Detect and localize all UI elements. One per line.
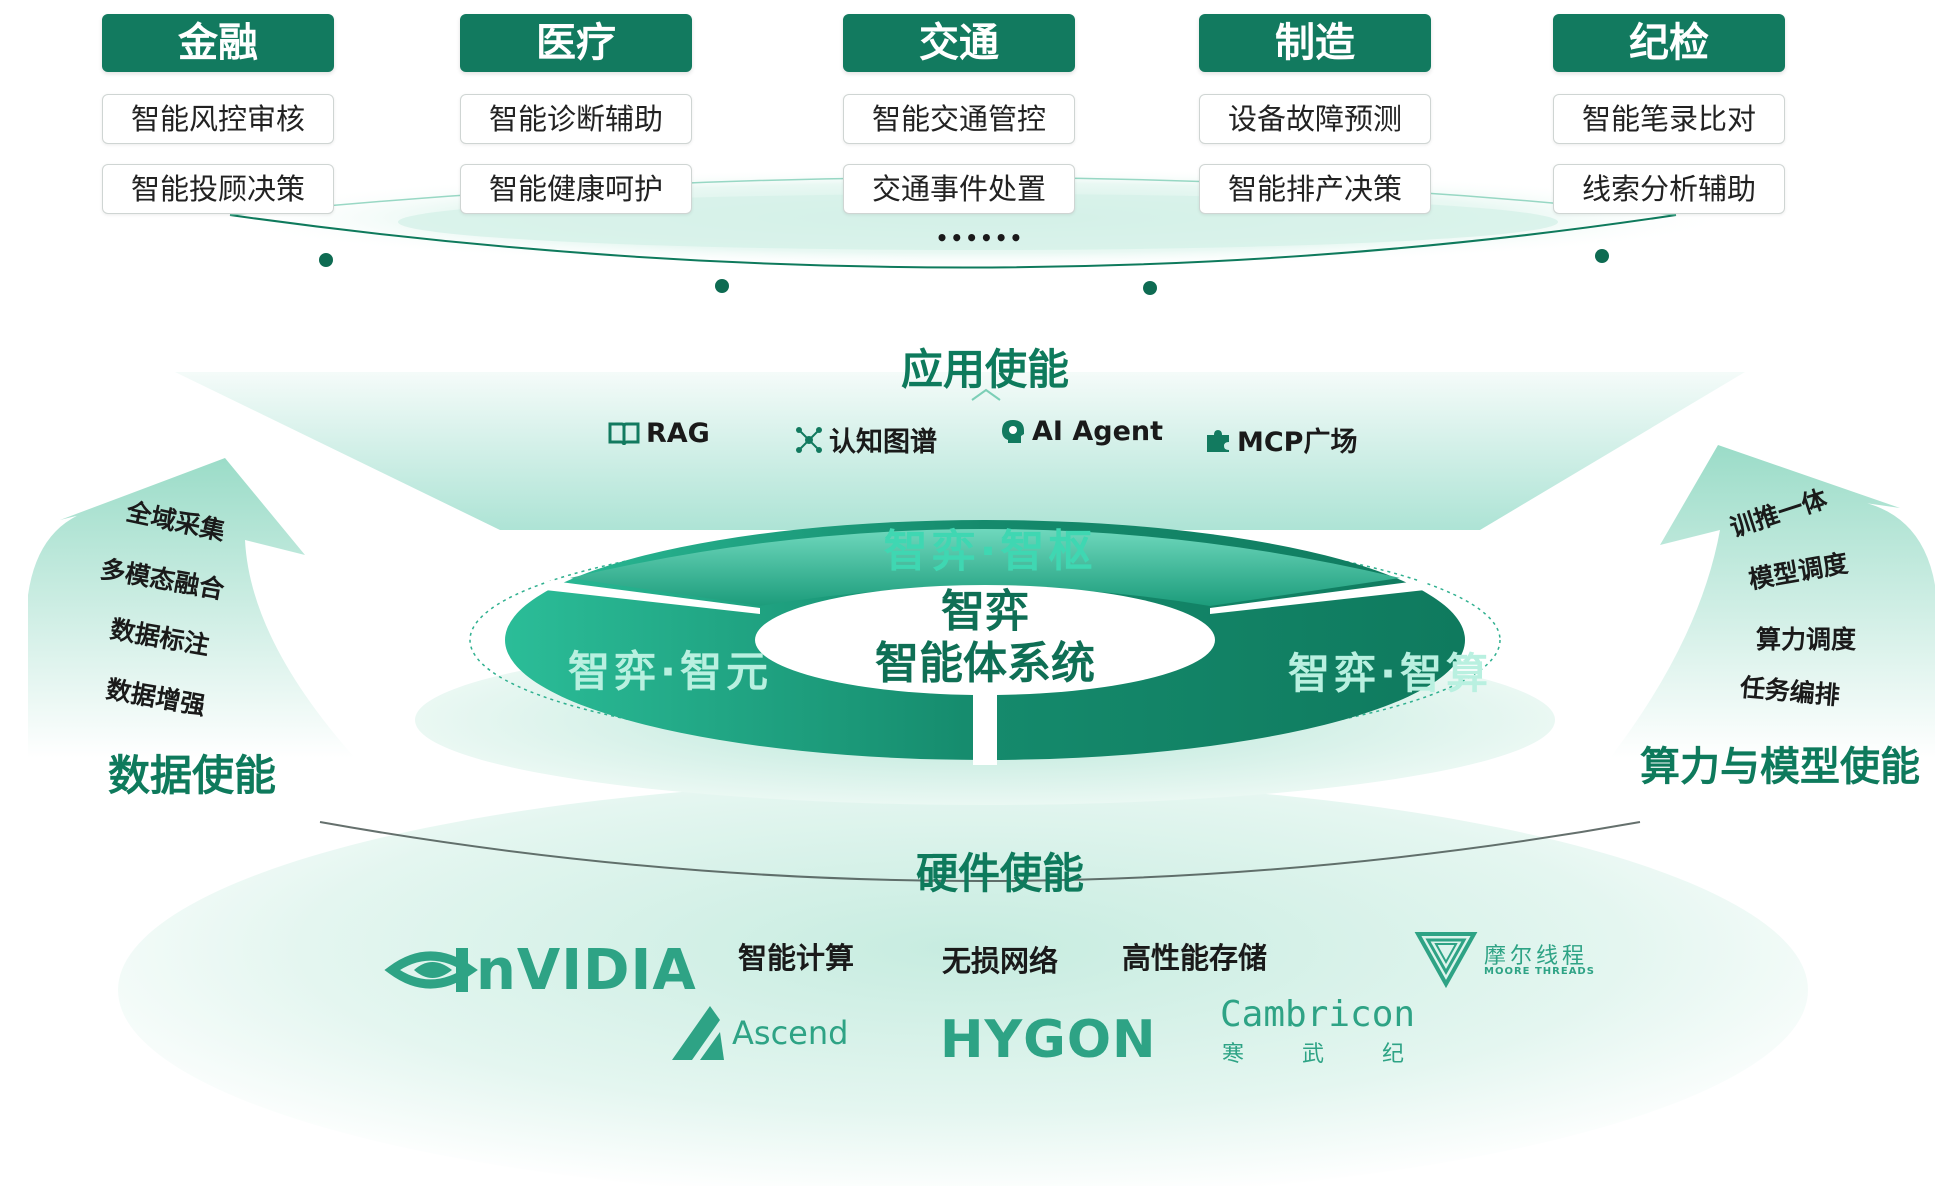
ring-separator (1210, 580, 1425, 614)
graph-icon (796, 426, 822, 453)
core-top-label: 智弈·智枢 (883, 526, 1097, 577)
hardware-label: 无损网络 (942, 944, 1059, 978)
tool-label: RAG (646, 418, 710, 449)
funnel-caret (971, 388, 1001, 401)
industry-item: 线索分析辅助 (1553, 164, 1785, 214)
industry-header-discipline: 纪检 (1553, 14, 1785, 72)
industry-header-manufacturing: 制造 (1199, 14, 1431, 72)
industry-header-medical: 医疗 (460, 14, 692, 72)
connector-dot (715, 279, 729, 293)
tool-label: AI Agent (1032, 416, 1164, 447)
industry-header-finance: 金融 (102, 14, 334, 72)
connector-dot (1143, 281, 1157, 295)
nvidia-logo: nVIDIA (476, 938, 697, 1003)
core-center-line2: 智能体系统 (875, 638, 1095, 689)
compute-enable-arrow (1610, 445, 1935, 758)
industry-item: 智能排产决策 (1199, 164, 1431, 214)
tool-ai-agent: AI Agent (1000, 416, 1163, 447)
hygon-logo: HYGON (940, 1010, 1157, 1070)
more-ellipsis: •••••• (935, 226, 1025, 250)
core-right-label: 智弈·智算 (1288, 649, 1492, 698)
puzzle-icon (1207, 429, 1229, 452)
book-icon (608, 422, 640, 445)
tool-rag: RAG (608, 418, 710, 449)
tool-label: MCP广场 (1237, 427, 1358, 458)
hardware-ellipse (118, 780, 1808, 1186)
application-funnel (175, 372, 1745, 530)
ring-top-segment (570, 529, 1400, 606)
tool-label: 认知图谱 (829, 427, 937, 458)
industry-item: 智能投顾决策 (102, 164, 334, 214)
ascend-logo: Ascend (732, 1014, 849, 1052)
cambricon-cn-char: 纪 (1381, 1042, 1404, 1067)
industry-item: 智能健康呵护 (460, 164, 692, 214)
industry-item: 智能风控审核 (102, 94, 334, 144)
agent-head-icon (1002, 419, 1024, 443)
ring-center-hole (755, 585, 1215, 695)
industry-item: 交通事件处置 (843, 164, 1075, 214)
core-center-title: 智弈 智能体系统 (835, 586, 1135, 690)
compute-enable-item: 算力调度 (1756, 625, 1857, 654)
industry-item: 智能交通管控 (843, 94, 1075, 144)
hardware-title: 硬件使能 (915, 849, 1084, 898)
connector-dot (1595, 249, 1609, 263)
hardware-arc (319, 821, 1641, 882)
ascend-mark-icon (672, 1006, 724, 1060)
cambricon-logo: Cambricon (1220, 994, 1416, 1035)
industry-item: 设备故障预测 (1199, 94, 1431, 144)
moore-threads-en-logo: MOORE THREADS (1484, 966, 1595, 977)
tool-mcp-plaza: MCP广场 (1205, 420, 1357, 459)
connector-curve (229, 214, 1677, 269)
cambricon-cn-char: 寒 (1222, 1042, 1245, 1067)
ring-separator (973, 690, 997, 765)
industry-item: 智能笔录比对 (1553, 94, 1785, 144)
core-center-line1: 智弈 (941, 586, 1029, 637)
hardware-label: 高性能存储 (1122, 941, 1268, 975)
moore-threads-mark-icon (1414, 932, 1478, 989)
industry-header-transport: 交通 (843, 14, 1075, 72)
core-left-label: 智弈·智元 (568, 647, 772, 696)
data-enable-title: 数据使能 (108, 751, 277, 800)
compute-enable-title: 算力与模型使能 (1640, 744, 1920, 790)
hardware-label: 智能计算 (738, 941, 855, 975)
connector-dot (319, 253, 333, 267)
tool-knowledge-graph: 认知图谱 (795, 420, 937, 459)
industry-item: 智能诊断辅助 (460, 94, 692, 144)
application-title: 应用使能 (900, 345, 1069, 394)
ring-separator (545, 580, 760, 614)
moore-threads-cn-logo: 摩尔线程 (1484, 944, 1589, 969)
cambricon-cn-logo: 寒 武 纪 (1222, 1036, 1404, 1068)
data-enable-arrow (28, 458, 355, 758)
cambricon-cn-char: 武 (1301, 1042, 1324, 1067)
nvidia-eye-icon (384, 948, 478, 992)
